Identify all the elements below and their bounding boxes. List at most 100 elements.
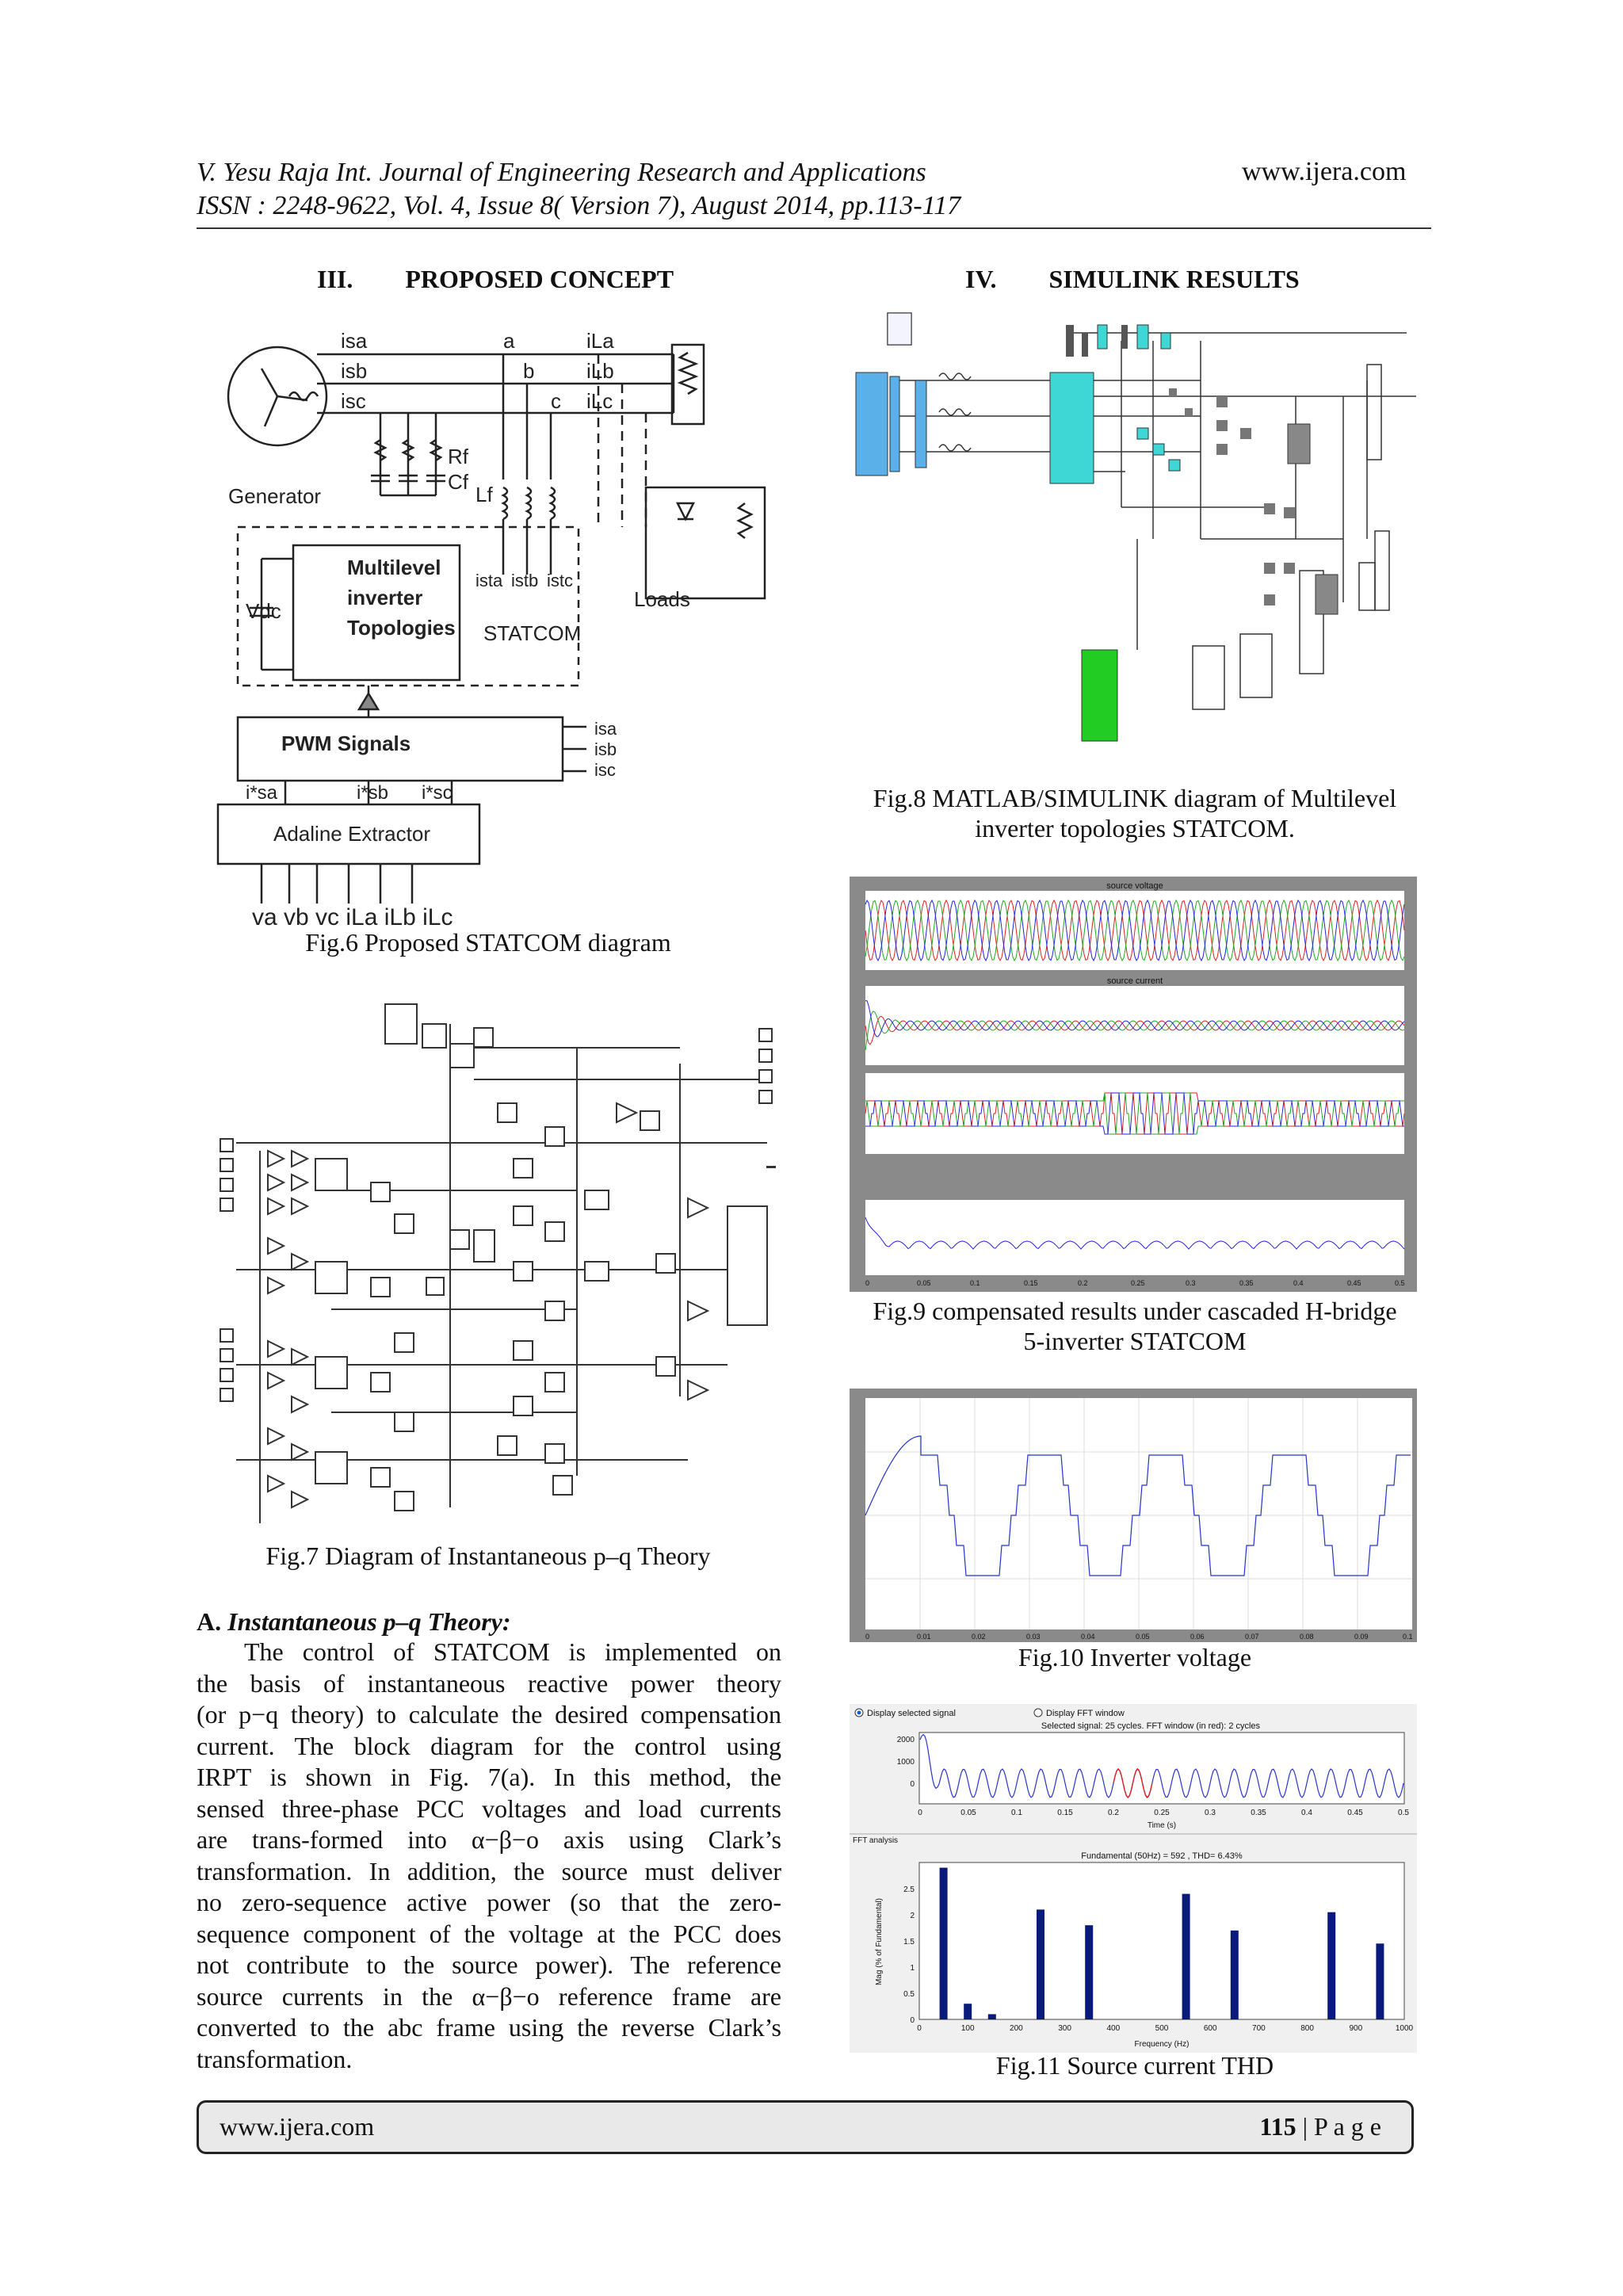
fig11-time-trace <box>919 1733 1404 1798</box>
fig11-xtick: 200 <box>1010 2024 1023 2033</box>
fig10-waveform <box>865 1435 1411 1576</box>
footer-site[interactable]: www.ijera.com <box>220 2112 375 2141</box>
fig10-xtick: 0.06 <box>1190 1633 1205 1641</box>
fig11-top-xtick: 0.1 <box>1011 1809 1022 1817</box>
fig6-label-a: a <box>503 329 515 353</box>
fig11-xtick: 0 <box>917 2024 922 2033</box>
fig11-ytick: 0 <box>910 2016 915 2025</box>
fig11-top-xtick: 0 <box>918 1809 922 1817</box>
header-rule <box>197 227 1431 229</box>
fig6-label-ref-a: i*sa <box>246 782 278 804</box>
fig11-xtick: 800 <box>1300 2024 1314 2033</box>
fig11-top-xtick: 0.5 <box>1398 1809 1409 1817</box>
fig6-label-isb2: isb <box>594 739 617 759</box>
section-num: IV. <box>965 265 997 293</box>
fig6-label-generator: Generator <box>228 484 321 508</box>
para-line: transformation. <box>197 2044 353 2073</box>
fig9-xtick: 0.25 <box>1131 1279 1145 1287</box>
fig11-ytick: 2.5 <box>903 1885 915 1894</box>
fig6-label-inputs: va vb vc iLa iLb iLc <box>252 904 453 930</box>
para-line: sensed three-phase PCC voltages and load… <box>197 1794 781 1823</box>
fig6-label-ilb: iLb <box>586 359 614 383</box>
fig11-top-xtick: 0.3 <box>1205 1809 1216 1817</box>
para-line: source currents in the α−β−o reference f… <box>197 1981 781 2011</box>
fig11-ytick: 0.5 <box>903 1990 915 1999</box>
fig11-top-xtick: 0.2 <box>1108 1809 1119 1817</box>
page-label: | P a g e <box>1302 2112 1381 2141</box>
fig9-compensated-results: source voltage source current 0 0.05 0.1… <box>850 877 1417 1292</box>
fig6-label-ilc: iLc <box>586 389 613 413</box>
fig9-xtick: 0.2 <box>1078 1279 1088 1287</box>
fig11-xtick: 700 <box>1252 2024 1266 2033</box>
fig10-xtick: 0.1 <box>1403 1633 1413 1641</box>
para-line: not contribute to the source power). The… <box>197 1950 781 1979</box>
para-line: current. The block diagram for the contr… <box>197 1731 781 1760</box>
fig6-label-pwm: PWM Signals <box>281 732 411 755</box>
fig10-xtick: 0.02 <box>972 1633 986 1641</box>
fig10-xtick: 0.04 <box>1081 1633 1095 1641</box>
fig10-xtick: 0.07 <box>1245 1633 1259 1641</box>
subsection-label: A. <box>197 1607 222 1636</box>
section-title: SIMULINK RESULTS <box>1048 265 1300 293</box>
fig10-xtick: 0 <box>865 1633 869 1641</box>
fig10-caption: Fig.10 Inverter voltage <box>1018 1643 1252 1671</box>
fig9-waveforms <box>865 899 1405 1250</box>
fig10-inverter-voltage: 0 0.01 0.02 0.03 0.04 0.05 0.06 0.07 0.0… <box>850 1389 1417 1642</box>
footer-page: 115 | P a g e <box>1259 2112 1381 2141</box>
fig9-current-trace <box>865 1000 1405 1037</box>
fig6-label-inv1: Multilevel <box>347 556 441 579</box>
fig6-label-lf: Lf <box>475 483 493 506</box>
page-footer: www.ijera.com 115 | P a g e <box>197 2100 1414 2154</box>
fig11-ytick: 2 <box>910 1912 915 1920</box>
para-line: transformation. In addition, the source … <box>197 1856 781 1885</box>
fig9-voltage-trace <box>865 899 1405 962</box>
fig10-xtick: 0.05 <box>1136 1633 1150 1641</box>
journal-site[interactable]: www.ijera.com <box>1242 157 1407 186</box>
fig11-time-waveform <box>919 1733 1404 1799</box>
fig9-x-ticks: 0 0.05 0.1 0.15 0.2 0.25 0.3 0.35 0.4 0.… <box>865 1279 1405 1287</box>
fig6-label-cf: Cf <box>448 470 469 494</box>
para-line: converted to the abc frame using the rev… <box>197 2013 781 2042</box>
fig8-simulink-diagram <box>852 301 1416 777</box>
para-line: The control of STATCOM is implemented on <box>244 1637 781 1666</box>
fig9-xtick: 0.5 <box>1395 1279 1405 1287</box>
fig11-top-xtick: 0.4 <box>1301 1809 1312 1817</box>
fig9-xtick: 0 <box>865 1279 869 1287</box>
fig9-xtick: 0.3 <box>1186 1279 1196 1287</box>
section-a-paragraph: The control of STATCOM is implemented on… <box>197 1637 781 2075</box>
fig11-option-fft-window[interactable]: Display FFT window <box>1046 1709 1125 1718</box>
fig11-top-xtick: 0.15 <box>1057 1809 1073 1817</box>
fig6-statcom-diagram: isa isb isc a b c iLa iLb iLc Generator … <box>214 321 785 931</box>
fig11-xtick: 400 <box>1106 2024 1120 2033</box>
section-num: III. <box>317 265 353 293</box>
fig6-label-inv2: inverter <box>347 586 422 609</box>
fig11-top-xtick: 0.25 <box>1154 1809 1170 1817</box>
fig9-xtick: 0.1 <box>970 1279 980 1287</box>
subsection-title: Instantaneous p–q Theory: <box>227 1607 511 1636</box>
fig11-plot-area <box>918 1862 1405 2020</box>
issn-line: ISSN : 2248-9622, Vol. 4, Issue 8( Versi… <box>197 191 961 220</box>
fig11-ytick: 1 <box>910 1964 915 1973</box>
fig11-top-ytick: 2000 <box>897 1736 915 1744</box>
fig8-caption-line2: inverter topologies STATCOM. <box>975 814 1295 842</box>
para-line: sequence component of the voltage at the… <box>197 1919 781 1948</box>
fig6-label-ila: iLa <box>586 329 614 353</box>
fig11-option-selected-signal[interactable]: Display selected signal <box>867 1709 956 1718</box>
fig6-label-b: b <box>523 359 534 383</box>
fig9-xtick: 0.35 <box>1239 1279 1254 1287</box>
fig11-fft-title: Fundamental (50Hz) = 592 , THD= 6.43% <box>1081 1851 1243 1861</box>
fig6-label-ista: ista <box>475 571 503 590</box>
fig9-inverter-trace <box>865 1092 1405 1135</box>
fig11-source-current-thd: Display selected signal Display FFT wind… <box>850 1704 1417 2053</box>
fig9-xtick: 0.15 <box>1024 1279 1038 1287</box>
fig11-xtick: 100 <box>961 2024 975 2033</box>
fig6-label-isa: isa <box>341 329 368 353</box>
fig11-bar <box>964 2004 972 2019</box>
fig11-top-ytick: 1000 <box>897 1758 915 1767</box>
fig9-current-trace <box>865 1010 1405 1051</box>
page-number: 115 <box>1259 2112 1296 2141</box>
fig6-label-loads: Loads <box>634 587 690 611</box>
fig10-xtick: 0.01 <box>917 1633 931 1641</box>
fig9-dc-trace <box>865 1217 1405 1250</box>
